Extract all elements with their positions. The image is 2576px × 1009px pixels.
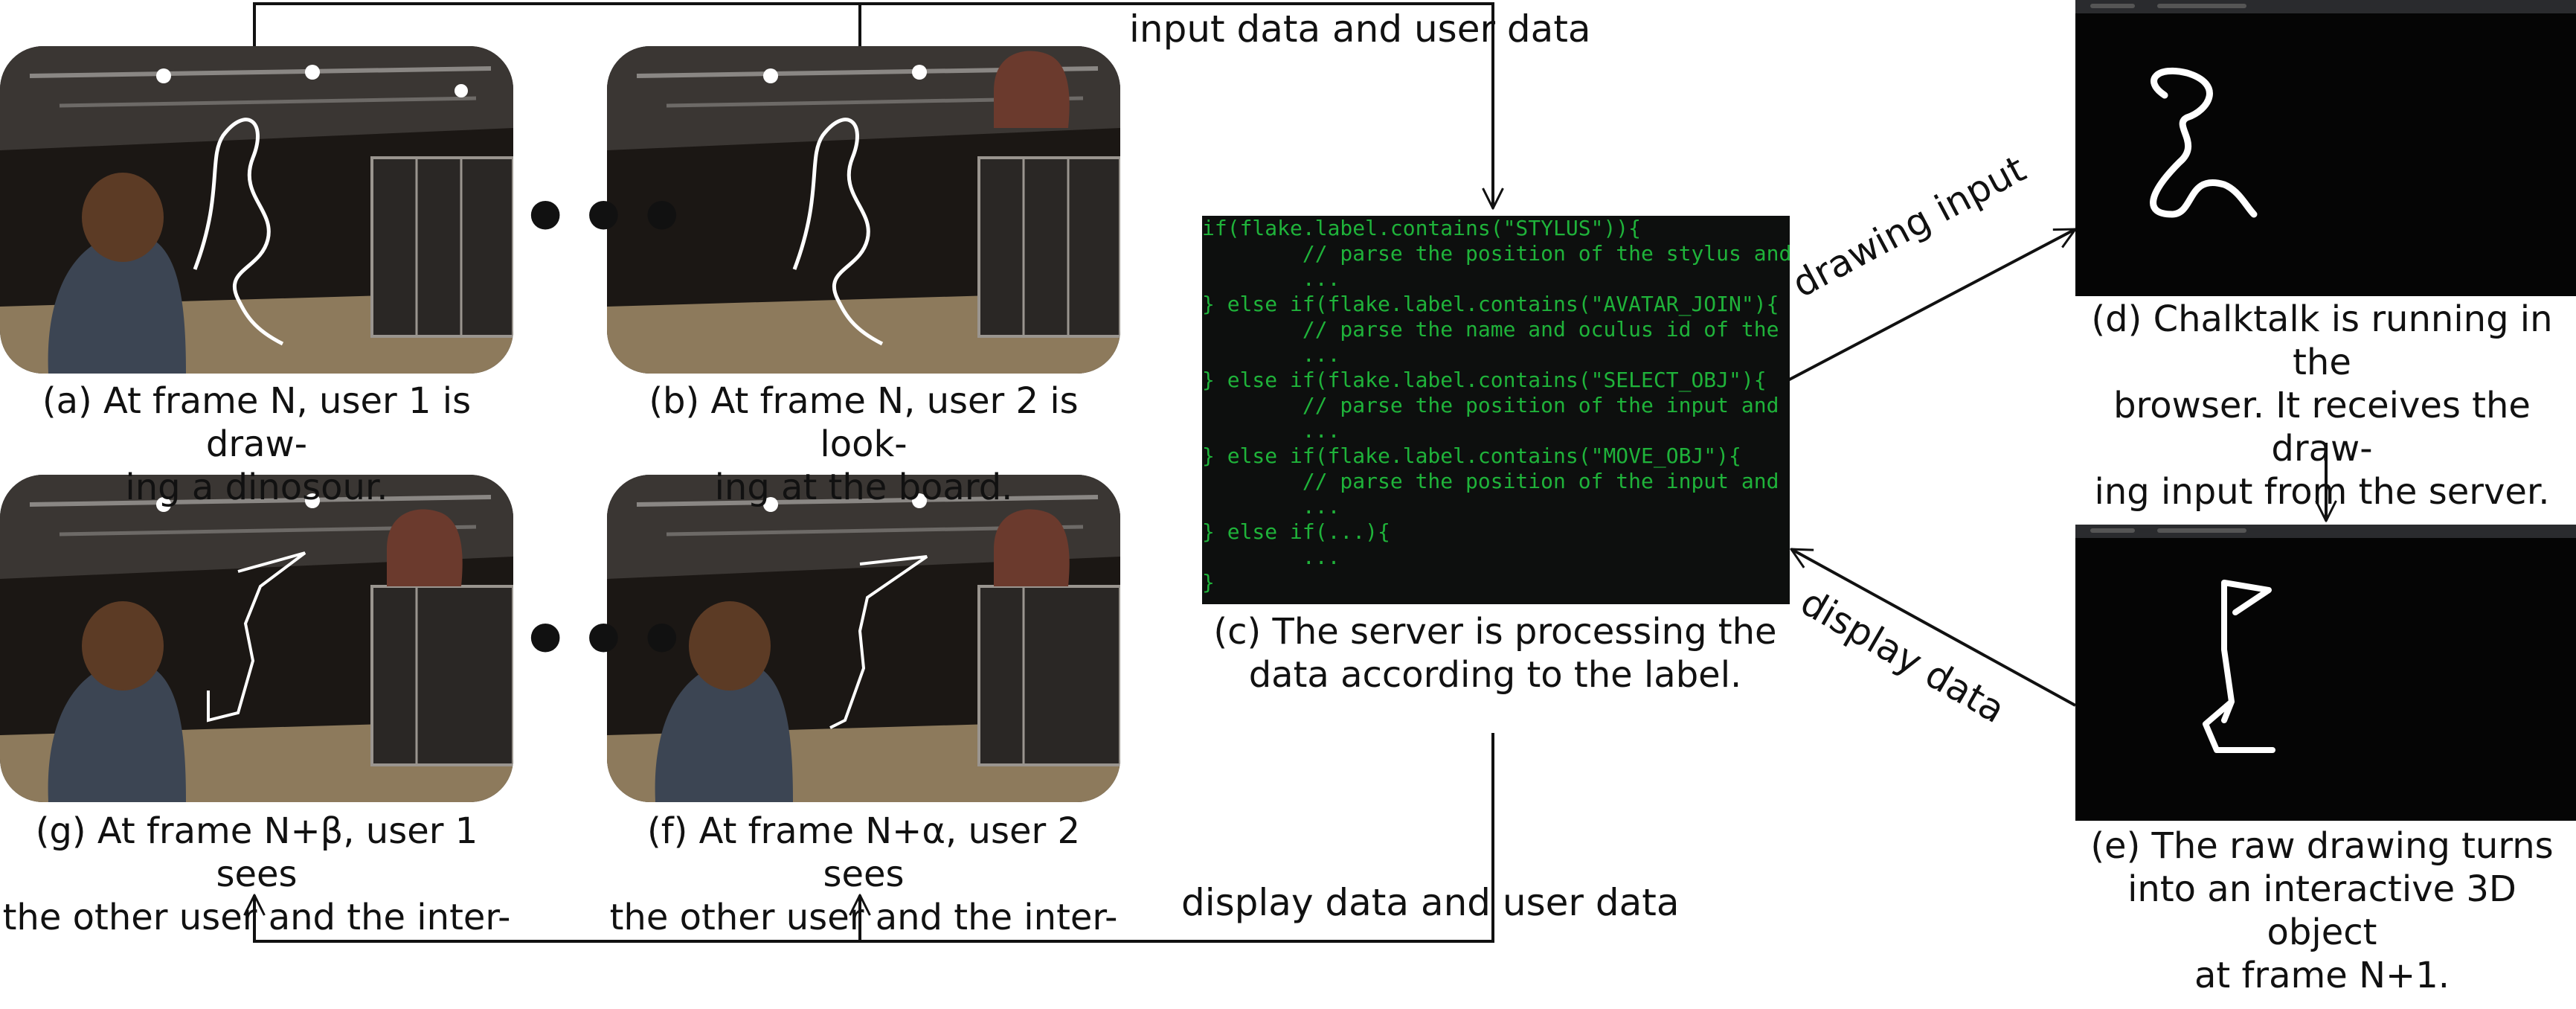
code-line: } bbox=[1202, 570, 1215, 595]
browser-toolbar-e bbox=[2075, 525, 2576, 538]
code-line: // parse the position of the input and bbox=[1202, 469, 1779, 493]
caption-a: (a) At frame N, user 1 is draw- ing a di… bbox=[0, 379, 513, 509]
code-line: // parse the name and oculus id of the bbox=[1202, 317, 1779, 342]
code-line: ... bbox=[1202, 418, 1340, 443]
chalktalk-raw-drawing bbox=[2150, 67, 2258, 218]
browser-toolbar-d bbox=[2075, 0, 2576, 13]
browser-window-d bbox=[2075, 0, 2576, 296]
caption-e-line-2: into an interactive 3D object bbox=[2127, 868, 2516, 953]
caption-a-line-1: (a) At frame N, user 1 is draw- bbox=[42, 380, 472, 465]
ellipsis-top: ••• bbox=[519, 170, 694, 265]
code-line: if(flake.label.contains("STYLUS")){ bbox=[1202, 216, 1642, 240]
caption-c-line-2: data according to the label. bbox=[1248, 654, 1742, 696]
code-line: } else if(flake.label.contains("MOVE_OBJ… bbox=[1202, 443, 1741, 468]
caption-b-line-2: ing at the board. bbox=[714, 467, 1013, 508]
code-line: } else if(flake.label.contains("SELECT_O… bbox=[1202, 368, 1767, 392]
label-input-data-and-user-data: input data and user data bbox=[1129, 7, 1591, 51]
browser-window-e bbox=[2075, 525, 2576, 821]
caption-g: (g) At frame N+β, user 1 sees the other … bbox=[0, 810, 513, 939]
caption-g-line-2: the other user and the inter- bbox=[2, 897, 511, 938]
caption-b-line-1: (b) At frame N, user 2 is look- bbox=[649, 380, 1079, 465]
caption-c: (c) The server is processing the data ac… bbox=[1190, 610, 1800, 696]
ellipsis-bottom: ••• bbox=[519, 592, 694, 688]
caption-g-line-1: (g) At frame N+β, user 1 sees bbox=[35, 810, 478, 895]
caption-b: (b) At frame N, user 2 is look- ing at t… bbox=[607, 379, 1120, 509]
caption-d-line-1: (d) Chalktalk is running in the bbox=[2091, 298, 2553, 383]
caption-d-line-3: ing input from the server. bbox=[2094, 471, 2550, 513]
caption-d: (d) Chalktalk is running in the browser.… bbox=[2068, 298, 2576, 513]
panel-g-vr-view bbox=[0, 475, 513, 802]
drawing-input-arrow bbox=[1783, 228, 2075, 384]
caption-f: (f) At frame N+α, user 2 sees the other … bbox=[607, 810, 1120, 939]
code-line: } else if(...){ bbox=[1202, 519, 1390, 544]
code-line: // parse the position of the stylus and bbox=[1202, 241, 1790, 266]
display-bus-line bbox=[254, 733, 1494, 943]
chalktalk-3d-object bbox=[2203, 580, 2275, 753]
label-display-data-and-user-data: display data and user data bbox=[1181, 881, 1680, 924]
code-line: ... bbox=[1202, 545, 1340, 569]
caption-f-line-1: (f) At frame N+α, user 2 sees bbox=[646, 810, 1081, 895]
panel-a-vr-view bbox=[0, 46, 513, 374]
caption-f-line-2: the other user and the inter- bbox=[609, 897, 1118, 938]
caption-e-line-1: (e) The raw drawing turns bbox=[2090, 825, 2554, 867]
code-line: ... bbox=[1202, 266, 1340, 291]
caption-d-line-2: browser. It receives the draw- bbox=[2113, 385, 2531, 470]
panel-f-vr-view bbox=[607, 475, 1120, 802]
code-line: // parse the position of the input and bbox=[1202, 393, 1779, 417]
caption-e-line-3: at frame N+1. bbox=[2194, 955, 2450, 996]
server-code-panel: if(flake.label.contains("STYLUS")){ // p… bbox=[1202, 216, 1790, 604]
code-line: ... bbox=[1202, 494, 1340, 519]
caption-a-line-2: ing a dinosour. bbox=[125, 467, 388, 508]
code-line: ... bbox=[1202, 342, 1340, 367]
panel-b-vr-view bbox=[607, 46, 1120, 374]
caption-e: (e) The raw drawing turns into an intera… bbox=[2068, 824, 2576, 997]
input-bus-line bbox=[253, 2, 1493, 208]
display-data-arrow bbox=[1791, 548, 2076, 707]
code-line: } else if(flake.label.contains("AVATAR_J… bbox=[1202, 292, 1779, 316]
caption-c-line-1: (c) The server is processing the bbox=[1213, 611, 1777, 653]
